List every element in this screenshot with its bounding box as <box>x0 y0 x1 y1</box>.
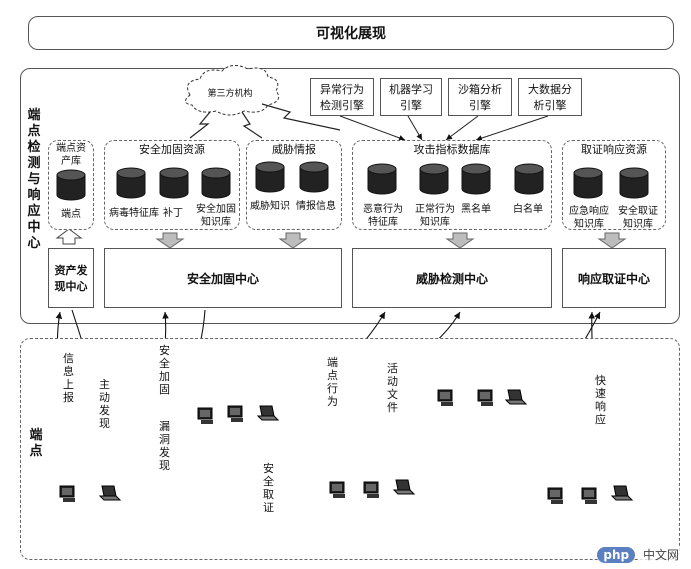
computer-icon <box>437 389 454 407</box>
computer-icon <box>581 487 598 505</box>
title-text: 可视化展现 <box>316 26 386 42</box>
edr-section-label: 端点检测与响应中心 <box>27 108 41 251</box>
watermark-text: 中文网 <box>638 547 683 563</box>
computer-icon <box>329 481 346 499</box>
engine-sandbox: 沙箱分析 引擎 <box>448 78 512 116</box>
group-ioc-title: 攻击指标数据库 <box>413 143 491 156</box>
engine-anomaly: 异常行为 检测引擎 <box>310 78 374 116</box>
computer-icon <box>59 485 76 503</box>
laptop-icon <box>611 485 633 501</box>
flow-activity-files: 活动文件 <box>387 362 398 414</box>
laptop-icon <box>393 479 415 495</box>
laptop-icon <box>505 389 527 405</box>
group-forensics-title: 取证响应资源 <box>581 143 647 156</box>
endpoint-section-label: 端点 <box>29 428 43 459</box>
center-response: 响应取证中心 <box>562 248 666 308</box>
flow-fast-response: 快速响应 <box>595 374 606 426</box>
item-patch: 补丁 <box>163 208 183 219</box>
item-threat-knowledge: 威胁知识 <box>250 201 290 212</box>
flow-hardening: 安全加固 <box>159 344 170 396</box>
center-asset-discovery: 资产发 现中心 <box>48 248 94 308</box>
flow-endpoint-behavior: 端点行为 <box>327 356 338 408</box>
item-intel-info: 情报信息 <box>296 201 336 212</box>
group-asset-title: 端点资 产库 <box>56 143 86 167</box>
group-hardening-title: 安全加固资源 <box>139 143 205 156</box>
item-virus-db: 病毒特征库 <box>109 208 159 219</box>
computer-icon <box>547 487 564 505</box>
item-malicious-db: 恶意行为 特征库 <box>363 204 403 228</box>
engine-bigdata: 大数据分 析引擎 <box>518 78 582 116</box>
watermark: php 中文网 <box>597 546 683 563</box>
center-hardening: 安全加固中心 <box>104 248 342 308</box>
cloud-icon <box>185 65 280 116</box>
group-threat-intel-title: 威胁情报 <box>272 143 316 156</box>
item-blacklist: 黑名单 <box>461 204 491 215</box>
third-party-label: 第三方机构 <box>207 89 253 99</box>
item-emergency-kb: 应急响应 知识库 <box>569 206 609 230</box>
endpoint-section <box>20 338 680 560</box>
computer-icon <box>363 481 380 499</box>
computer-icon <box>477 389 494 407</box>
laptop-icon <box>257 405 279 421</box>
flow-info-report: 信息上报 <box>63 352 74 404</box>
item-endpoint: 端点 <box>61 209 81 220</box>
lightning-icon <box>189 103 341 139</box>
item-hardening-kb: 安全加固 知识库 <box>196 204 236 228</box>
watermark-logo: php <box>597 547 636 563</box>
flow-active-discovery: 主动发现 <box>99 378 110 430</box>
flow-vuln-discovery: 漏洞发现 <box>159 420 170 472</box>
computer-icon <box>197 407 214 425</box>
item-normal-db: 正常行为 知识库 <box>415 204 455 228</box>
item-forensic-kb: 安全取证 知识库 <box>618 206 658 230</box>
title-bar: 可视化展现 <box>28 16 674 50</box>
laptop-icon <box>99 485 121 501</box>
center-threat-detection: 威胁检测中心 <box>352 248 552 308</box>
computer-icon <box>227 405 244 423</box>
engine-ml: 机器学习 引擎 <box>380 78 442 116</box>
item-whitelist: 白名单 <box>513 204 543 215</box>
flow-forensics: 安全取证 <box>263 462 274 514</box>
